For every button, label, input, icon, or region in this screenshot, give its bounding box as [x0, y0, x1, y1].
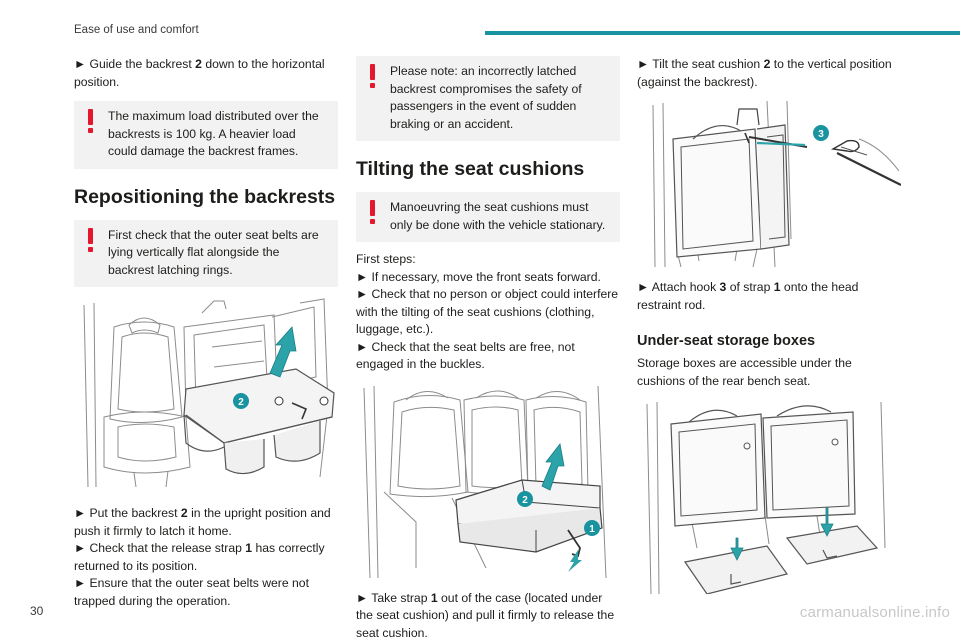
warning-box-seat-belts: First check that the outer seat belts ar…	[74, 219, 338, 287]
warning-icon	[368, 200, 378, 226]
step-check-release-strap: ► Check that the release strap 1 has cor…	[74, 541, 325, 573]
step-take-strap: ► Take strap 1 out of the case (located …	[356, 590, 615, 640]
running-header: Ease of use and comfort	[74, 24, 199, 36]
column-2: Please note: an incorrectly latched back…	[356, 56, 620, 640]
direction-arrow-icon	[541, 442, 565, 491]
figure-backrest-repositioning: 2	[74, 297, 338, 487]
figure-tilting-cushions: 2 1	[356, 382, 620, 578]
step-guide-backrest: ► Guide the backrest 2 down to the horiz…	[74, 57, 325, 89]
illustration-under-seat-boxes	[646, 401, 886, 594]
section-heading-tilting: Tilting the seat cushions	[356, 158, 585, 180]
illustration-cushion-vertical: 3	[652, 100, 901, 267]
callout-badge	[233, 393, 249, 409]
illustration-rear-seats-folded: 2	[83, 298, 335, 487]
step-attach-hook: ► Attach hook 3 of strap 1 onto the head…	[637, 280, 859, 312]
callout-number: 2	[522, 495, 528, 506]
watermark: carmanualsonline.info	[799, 604, 950, 621]
warning-box-max-load: The maximum load distributed over the ba…	[74, 101, 338, 169]
down-arrow-icon	[820, 507, 834, 537]
step-move-front-seats: ► If necessary, move the front seats for…	[356, 269, 601, 284]
strap-arrow-icon	[756, 141, 806, 147]
header-accent-bar	[485, 31, 960, 35]
figure-attach-hook: 3	[637, 99, 901, 267]
down-arrow-icon	[730, 537, 744, 561]
pull-arrow-icon	[568, 549, 582, 572]
callout-number: 3	[818, 129, 824, 140]
step-check-belts-free: ► Check that the seat belts are free, no…	[356, 339, 575, 372]
direction-arrow-icon	[269, 326, 297, 378]
storage-description: Storage boxes are accessible under the c…	[637, 356, 852, 388]
step-tilt-cushion: ► Tilt the seat cushion 2 to the vertica…	[637, 57, 892, 89]
bullet-arrow: ►	[74, 57, 87, 71]
callout-badge	[813, 125, 829, 141]
column-1: ► Guide the backrest 2 down to the horiz…	[74, 56, 338, 610]
step-upright-backrest: ► Put the backrest 2 in the upright posi…	[74, 506, 331, 538]
column-3: ► Tilt the seat cushion 2 to the vertica…	[637, 56, 901, 594]
callout-number: 2	[238, 397, 244, 408]
callout-badge	[517, 490, 533, 507]
warning-icon	[86, 109, 96, 135]
page-number: 30	[30, 604, 44, 618]
callout-badge	[584, 519, 600, 536]
step-ensure-seat-belts: ► Ensure that the outer seat belts were …	[74, 576, 309, 608]
first-steps-label: First steps:	[356, 252, 416, 266]
figure-storage-boxes	[637, 398, 901, 594]
callout-number: 1	[589, 524, 595, 535]
subsection-heading-storage: Under-seat storage boxes	[637, 333, 816, 349]
step-check-no-person: ► Check that no person or object could i…	[356, 287, 619, 336]
warning-icon	[368, 64, 378, 90]
section-heading-repositioning: Repositioning the backrests	[74, 185, 336, 208]
warning-box-stationary: Manoeuvring the seat cushions must only …	[356, 192, 620, 242]
warning-icon	[86, 227, 96, 254]
warning-box-latched-backrest: Please note: an incorrectly latched back…	[356, 56, 620, 141]
illustration-rear-bench-strap: 2 1	[363, 385, 607, 578]
